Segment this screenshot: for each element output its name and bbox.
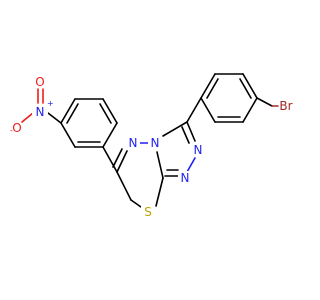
bond xyxy=(102,122,118,148)
atom-n-nitro: N xyxy=(36,105,45,119)
atom-br: Br xyxy=(279,99,292,113)
atom-labels: N + O O - N N N N S Br xyxy=(10,75,293,219)
bond xyxy=(162,121,188,137)
double-bond-inner xyxy=(99,103,112,124)
double-bond-inner xyxy=(112,148,123,168)
bond-aryl-triazole xyxy=(186,97,202,123)
bromophenyl-ring xyxy=(200,73,258,123)
double-bond-inner xyxy=(66,103,79,124)
bond xyxy=(60,98,76,124)
bond xyxy=(242,97,258,123)
molecule-canvas: N + O O - N N N N S Br xyxy=(10,73,293,219)
bond xyxy=(200,97,216,123)
atom-n-ring-b: N xyxy=(151,136,160,150)
atom-s: S xyxy=(144,205,152,219)
charge-plus: + xyxy=(47,99,54,108)
bond xyxy=(60,122,76,148)
charge-minus: - xyxy=(10,126,13,135)
double-bond-inner xyxy=(239,78,252,99)
bond xyxy=(130,199,142,208)
bond-n-o-single xyxy=(21,112,34,123)
bond xyxy=(200,73,216,99)
atom-n-ring-a: N xyxy=(129,136,138,150)
atom-n-triazole-2: N xyxy=(181,171,190,185)
thiadiazine-ring xyxy=(112,142,164,208)
double-bond-inner xyxy=(181,126,190,144)
bond-c6-aryl xyxy=(102,146,118,173)
bond xyxy=(116,150,128,173)
bond-c-br xyxy=(256,97,273,107)
double-bond-inner xyxy=(206,78,219,99)
bond xyxy=(186,121,196,142)
bond xyxy=(102,98,118,124)
atom-n-triazole-1: N xyxy=(194,143,203,157)
bond xyxy=(242,73,258,99)
bond xyxy=(155,177,164,207)
atom-o-nitro-top: O xyxy=(35,75,44,89)
bond xyxy=(156,151,164,179)
structure-diagram: N + O O - N N N N S Br xyxy=(10,73,293,219)
bond xyxy=(186,157,196,173)
bond xyxy=(116,171,132,201)
nitrophenyl-ring xyxy=(60,98,118,148)
atom-o-nitro-left: O xyxy=(12,121,21,135)
triazole-ring xyxy=(156,121,196,179)
bond-c-nitro xyxy=(47,112,62,124)
